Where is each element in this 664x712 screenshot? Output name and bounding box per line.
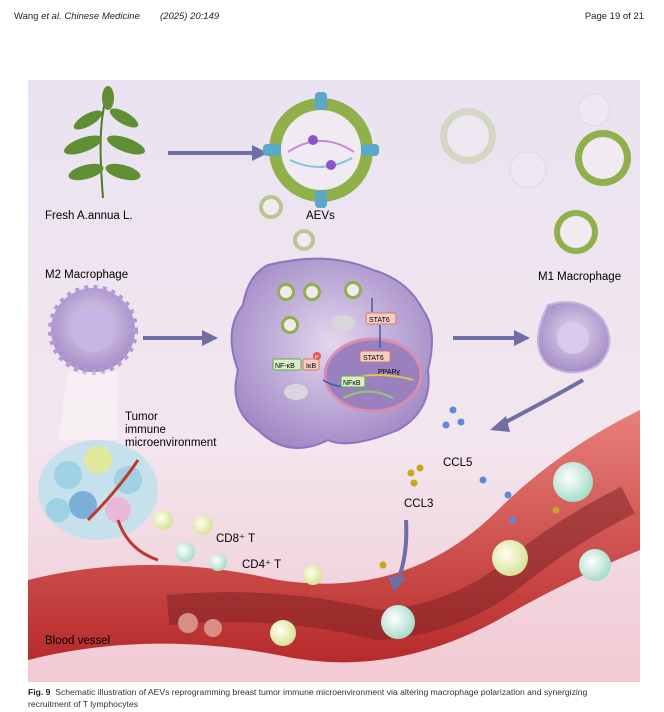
label-tumor: Tumor: [125, 411, 158, 423]
label-aevs: AEVs: [306, 210, 335, 222]
label-blood-vessel: Blood vessel: [45, 635, 110, 647]
m2-macrophage-icon: [48, 285, 138, 375]
label-m2-macrophage: M2 Macrophage: [45, 269, 128, 281]
label-nfkb: NF-κB: [275, 363, 295, 370]
t-cells: [153, 462, 611, 646]
label-ikb: IκB: [306, 363, 316, 370]
label-microenvironment: microenvironment: [125, 437, 217, 449]
tumor-cluster-icon: [38, 440, 159, 562]
label-nfkb-nucleus: NFκB: [343, 380, 361, 387]
label-cd8-t: CD8⁺ T: [216, 533, 255, 545]
aev-cluster: [259, 130, 631, 254]
page-number: Page 19 of 21: [584, 11, 644, 22]
label-phosphorylation: P: [315, 355, 319, 361]
blood-vessel-icon: [28, 410, 640, 663]
label-stat6-nucleus: STAT6: [363, 355, 384, 362]
label-ccl5: CCL5: [443, 457, 472, 469]
label-ppargamma: PPARγ: [378, 369, 401, 376]
ccl5-chemokines: [442, 406, 517, 524]
label-plant: Fresh A.annua L.: [45, 210, 133, 222]
macrophage-reprogramming-cell: [230, 257, 433, 449]
label-immune: immune: [125, 424, 166, 436]
figure-caption: Fig. 9 Schematic illustration of AEVs re…: [28, 687, 588, 709]
m1-macrophage-icon: [537, 301, 611, 374]
label-stat6-cytoplasm: STAT6: [369, 317, 390, 324]
label-m1-macrophage: M1 Macrophage: [538, 271, 621, 283]
aev-vesicle-icon: [263, 92, 379, 208]
label-ccl3: CCL3: [404, 498, 433, 510]
ccl3-chemokines: [379, 464, 560, 569]
artemisia-plant-icon: [64, 86, 145, 199]
running-header-authors: Wang et al. Chinese Medicine: [14, 11, 140, 22]
aev-cluster-faded: [440, 93, 611, 189]
label-cd4-t: CD4⁺ T: [242, 559, 281, 571]
running-header-citation: (2025) 20:149: [160, 11, 220, 22]
figure-9-illustration: Fresh A.annua L. AEVs M2 Macrophage: [28, 80, 640, 682]
